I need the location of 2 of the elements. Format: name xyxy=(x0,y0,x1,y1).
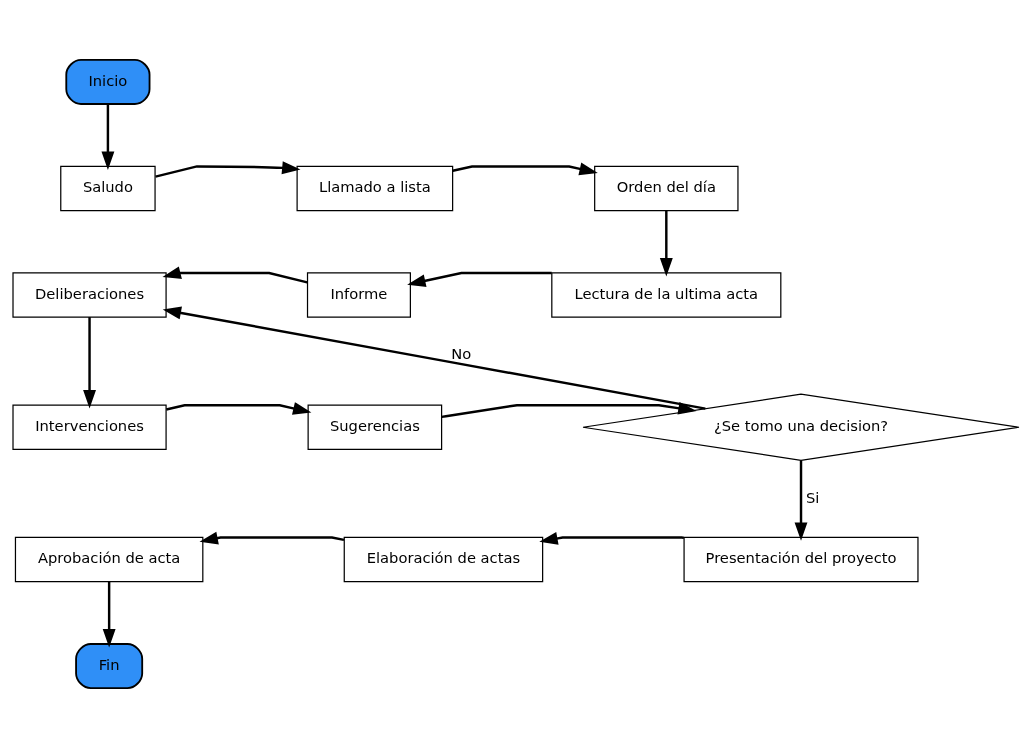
edge-label: No xyxy=(451,344,472,362)
edge-label: Si xyxy=(805,488,820,506)
